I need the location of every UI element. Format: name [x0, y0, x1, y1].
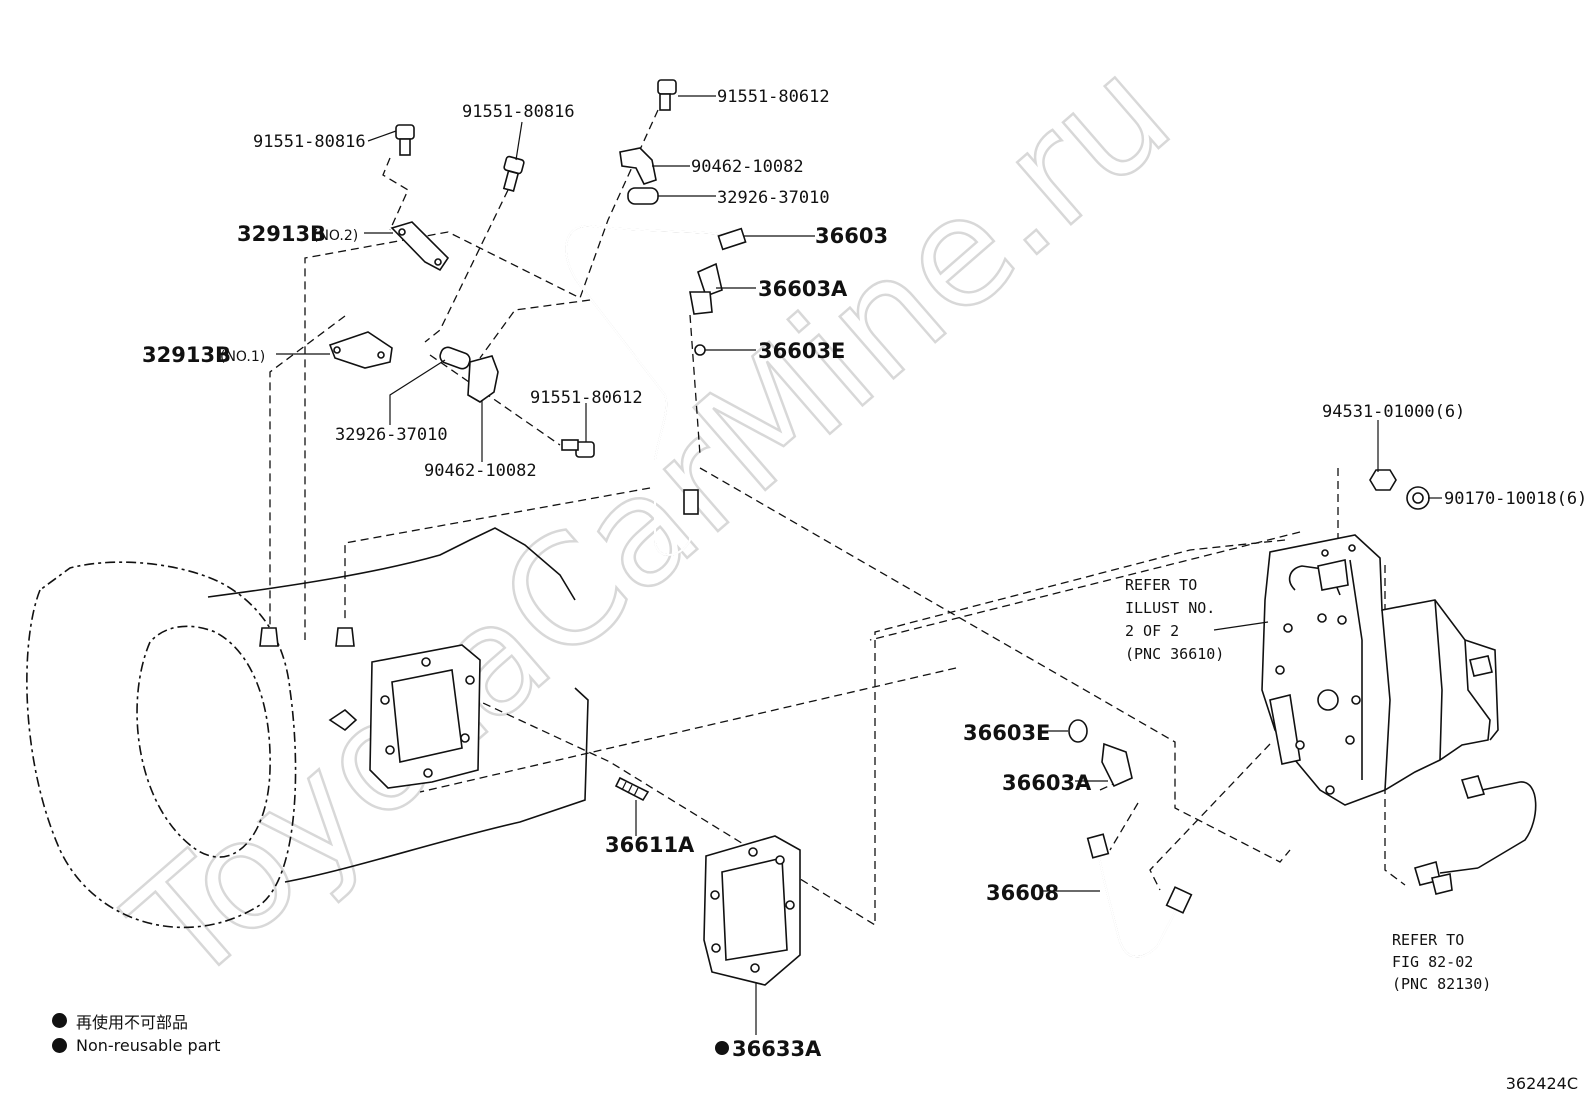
- union-36603A-top: [689, 262, 723, 315]
- label-90462-10082-mid: 90462-10082: [424, 461, 537, 481]
- spacer-32926-37010-top: [627, 187, 659, 205]
- label-36633A: 36633A: [732, 1037, 822, 1061]
- nut-90170-10018: [1406, 486, 1430, 510]
- note-refer-illust-line1: REFER TO: [1125, 576, 1197, 594]
- label-36611A: 36611A: [605, 833, 695, 857]
- bullet-icon: [52, 1013, 67, 1028]
- label-90462-10082-top: 90462-10082: [691, 157, 804, 177]
- nut-94531-01000: [1369, 469, 1397, 491]
- label-no2: (NO.2): [313, 228, 358, 244]
- spacer-32926-37010-mid: [439, 346, 471, 370]
- label-36603A-low: 36603A: [1002, 771, 1092, 795]
- label-94531-01000: 94531-01000(6): [1322, 402, 1465, 422]
- transfer-case: [1261, 534, 1499, 806]
- label-no1: (NO.1): [220, 349, 265, 365]
- illustration-number: 362424C: [1505, 1074, 1578, 1093]
- legend-row-en: Non-reusable part: [52, 1033, 220, 1058]
- oring-36603E-low: [1068, 719, 1088, 743]
- note-refer-illust: REFER TO ILLUST NO. 2 OF 2 (PNC 36610): [1125, 576, 1224, 663]
- gasket-upper: [369, 644, 481, 789]
- note-refer-fig-line3: (PNC 82130): [1392, 975, 1491, 993]
- legend-en-text: Non-reusable part: [76, 1036, 221, 1055]
- wire-harness: [1414, 775, 1537, 895]
- legend: 再使用不可部品 Non-reusable part: [52, 1008, 220, 1058]
- label-36603A-top: 36603A: [758, 277, 848, 301]
- tube-36603: [565, 224, 747, 556]
- union-36603A-low: [1101, 742, 1133, 788]
- bracket-32913B-no2: [390, 221, 450, 272]
- part-labels: 91551-80816 91551-80816 91551-80612 9046…: [142, 87, 1587, 1061]
- stud-36611A: [614, 776, 650, 802]
- legend-row-jp: 再使用不可部品: [52, 1008, 220, 1033]
- bolt-91551-80612-top: [657, 79, 677, 111]
- label-32913B-no1: 32913B: [142, 343, 231, 367]
- note-refer-illust-line3: 2 OF 2: [1125, 622, 1179, 640]
- tube-36608: [1086, 833, 1193, 958]
- label-32913B-no2: 32913B: [237, 222, 326, 246]
- dowel-pins: [259, 627, 355, 647]
- label-91551-80816-a: 91551-80816: [253, 132, 366, 152]
- note-refer-illust-line2: ILLUST NO.: [1125, 599, 1215, 617]
- label-36603E-low: 36603E: [963, 721, 1050, 745]
- transmission-housing: [26, 527, 589, 929]
- note-refer-fig-line2: FIG 82-02: [1392, 953, 1473, 971]
- label-36603E-top: 36603E: [758, 339, 845, 363]
- note-refer-fig: REFER TO FIG 82-02 (PNC 82130): [1392, 931, 1491, 993]
- oring-36603E-top: [694, 344, 706, 356]
- leader-lines: [276, 95, 1442, 1035]
- gasket-36633A: [703, 835, 801, 986]
- bolt-91551-80816-a: [395, 124, 415, 156]
- label-91551-80612-mid: 91551-80612: [530, 388, 643, 408]
- label-32926-37010-mid: 32926-37010: [335, 425, 448, 445]
- bullet-icon: [52, 1038, 67, 1053]
- label-36608: 36608: [986, 881, 1059, 905]
- non-reusable-marker: [715, 1041, 729, 1055]
- clamp-90462-10082-top: [619, 147, 657, 185]
- label-32926-37010-top: 32926-37010: [717, 188, 830, 208]
- bolt-91551-80816-b: [502, 155, 525, 192]
- label-90170-10018: 90170-10018(6): [1444, 489, 1587, 509]
- label-91551-80816-b: 91551-80816: [462, 102, 575, 122]
- label-36603: 36603: [815, 224, 888, 248]
- legend-jp-text: 再使用不可部品: [76, 1012, 189, 1032]
- label-91551-80612-top: 91551-80612: [717, 87, 830, 107]
- note-refer-fig-line1: REFER TO: [1392, 931, 1464, 949]
- note-refer-illust-line4: (PNC 36610): [1125, 645, 1224, 663]
- bolt-91551-80612-mid: [561, 439, 595, 458]
- bracket-32913B-no1: [328, 331, 393, 369]
- clamp-90462-10082-mid: [467, 355, 499, 403]
